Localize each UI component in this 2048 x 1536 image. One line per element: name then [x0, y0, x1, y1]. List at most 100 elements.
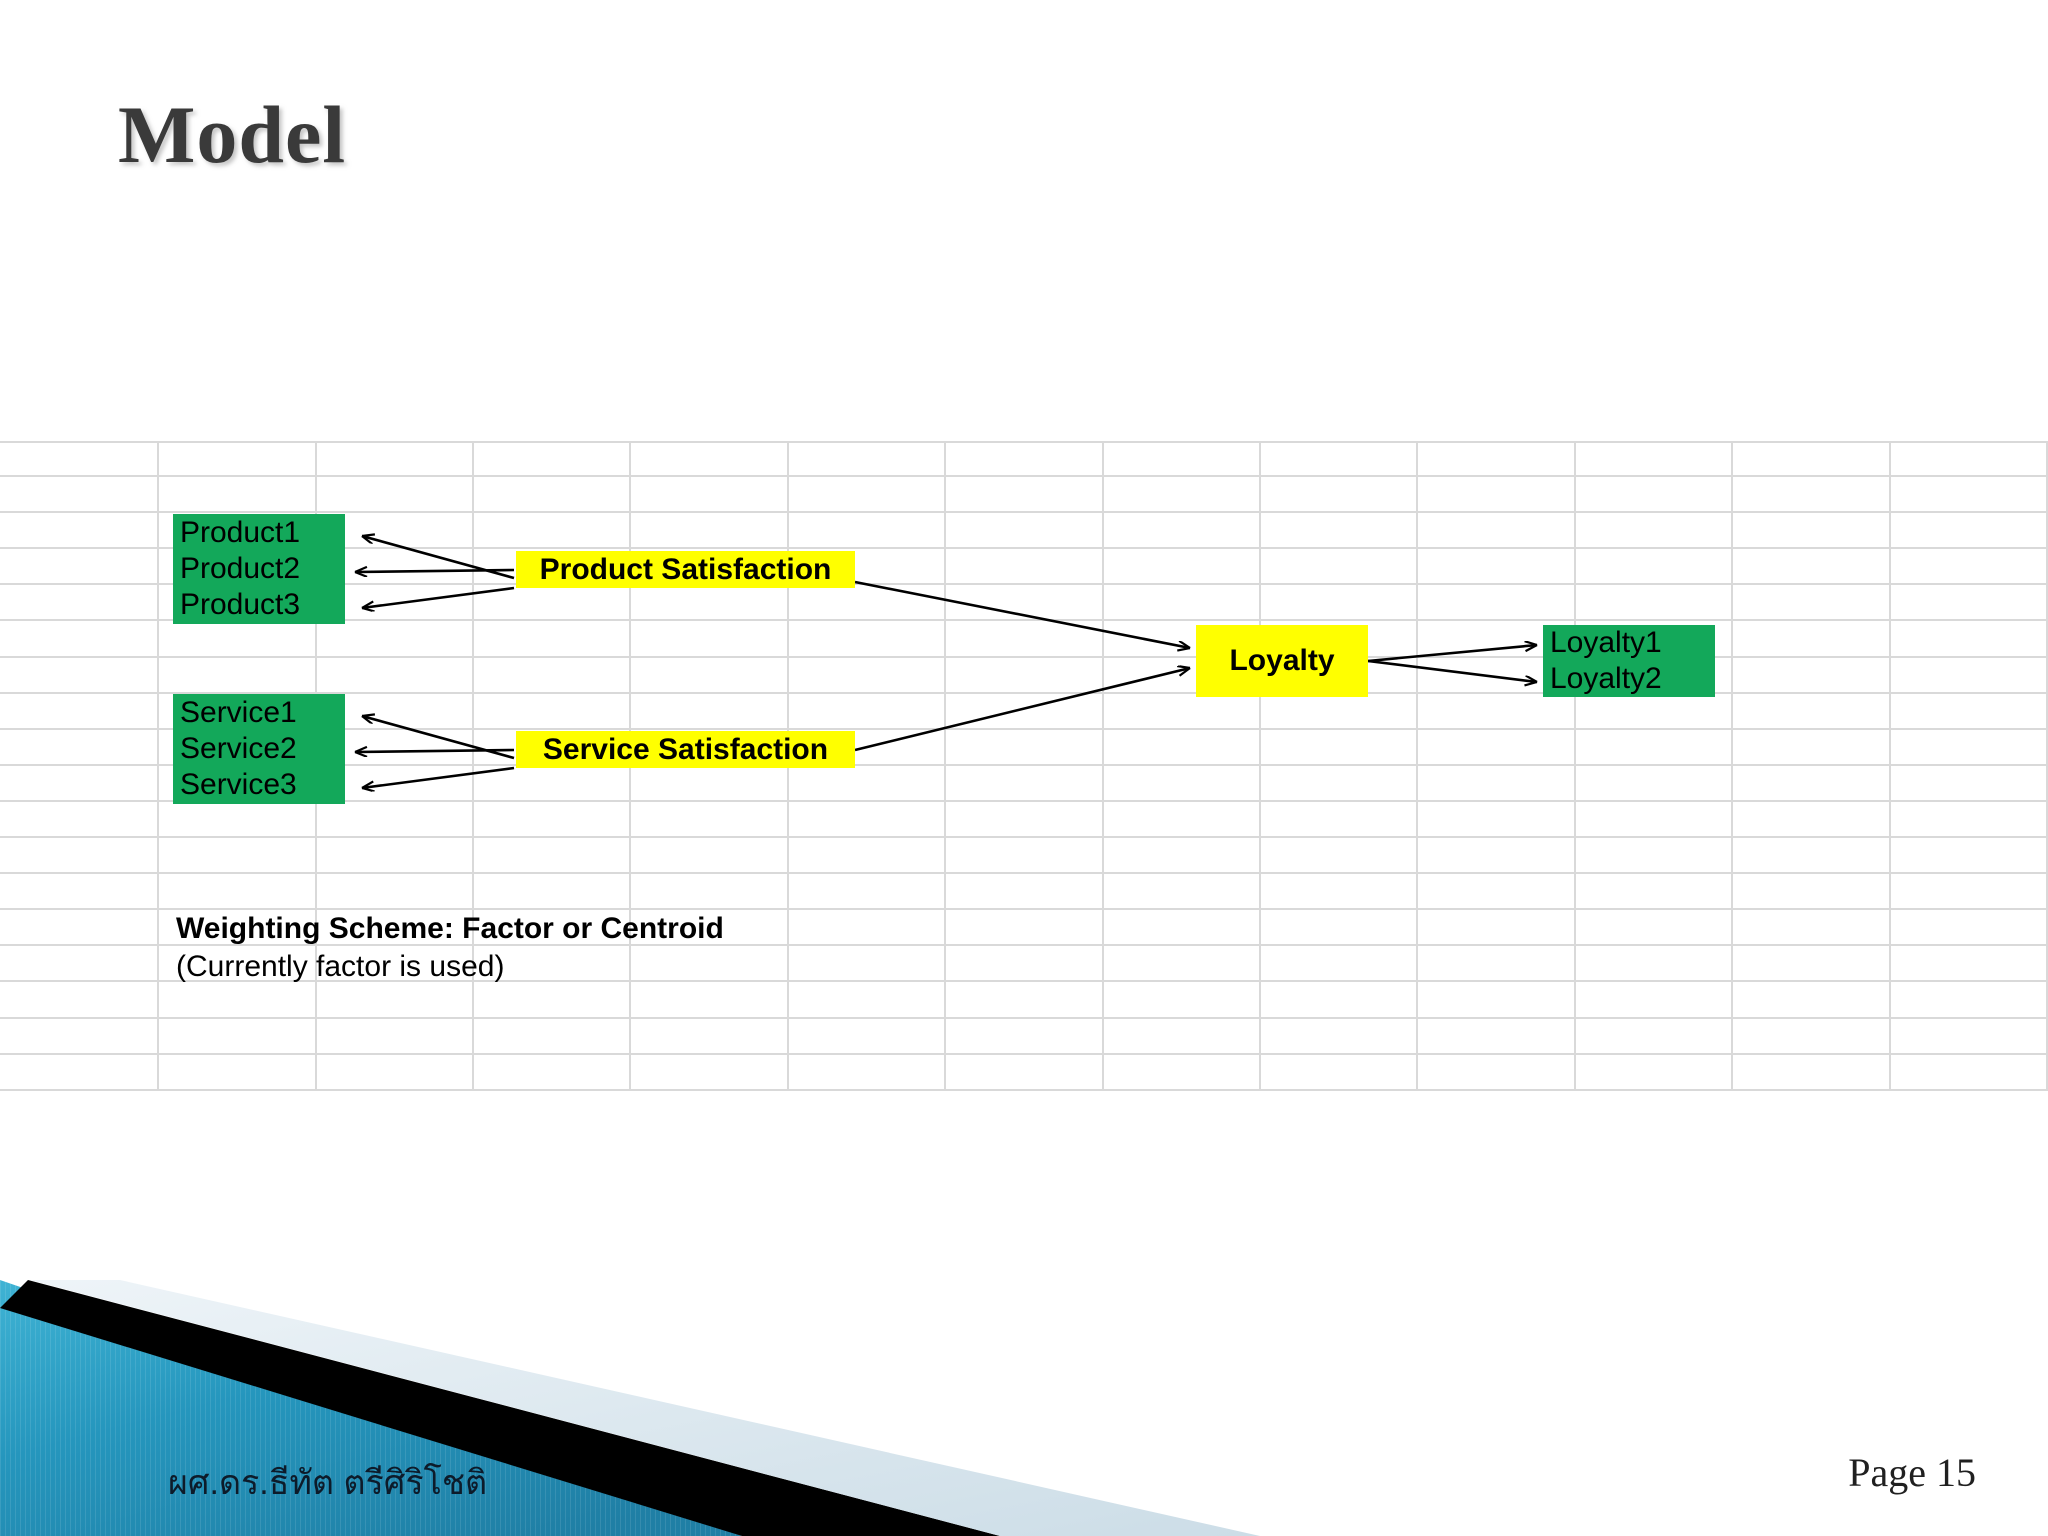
grid-cell	[946, 1054, 1104, 1091]
grid-cell	[946, 549, 1104, 586]
grid-cell	[474, 801, 632, 839]
grid-cell	[1890, 874, 2048, 911]
grid-cell	[946, 874, 1104, 911]
grid-cell	[1890, 801, 2048, 839]
grid-cell	[788, 765, 947, 802]
grid-cell	[788, 910, 947, 947]
grid-cell	[631, 838, 789, 875]
grid-cell	[1890, 765, 2048, 802]
grid-cell	[159, 946, 317, 983]
grid-cell	[631, 441, 789, 478]
grid-cell	[1890, 982, 2048, 1019]
grid-cell	[1733, 441, 1891, 478]
grid-cell	[159, 838, 317, 875]
grid-cell	[1890, 513, 2048, 550]
product-satisfaction-node[interactable]: Product Satisfaction	[516, 551, 855, 588]
grid-cell	[1103, 729, 1261, 766]
grid-cell	[1260, 765, 1419, 802]
grid-cell	[1418, 549, 1576, 586]
page-title: Model	[118, 89, 347, 180]
grid-cell	[1103, 441, 1261, 478]
grid-cell	[0, 549, 160, 586]
grid-cell	[631, 1054, 789, 1091]
grid-cell	[316, 657, 475, 694]
grid-row	[0, 1018, 2048, 1055]
grid-cell	[631, 657, 789, 694]
grid-cell	[0, 838, 160, 875]
grid-cell	[1418, 513, 1576, 550]
grid-cell	[1418, 729, 1576, 766]
grid-cell	[788, 621, 947, 658]
grid-cell	[1418, 441, 1576, 478]
product-indicator-box[interactable]: Product1 Product2 Product3	[173, 514, 345, 624]
grid-cell	[474, 1054, 632, 1091]
author-footer: ผศ.ดร.ธีทัต ตรีศิริโชติ	[168, 1464, 488, 1502]
loyalty-node[interactable]: Loyalty	[1196, 625, 1368, 697]
grid-cell	[474, 621, 632, 658]
grid-cell	[1260, 441, 1419, 478]
grid-cell	[1103, 549, 1261, 586]
loyalty-indicator-box[interactable]: Loyalty1 Loyalty2	[1543, 625, 1715, 697]
grid-cell	[1260, 946, 1419, 983]
grid-cell	[159, 982, 317, 1019]
grid-cell	[1575, 513, 1734, 550]
grid-cell	[1418, 982, 1576, 1019]
service-satisfaction-node[interactable]: Service Satisfaction	[516, 731, 855, 768]
grid-cell	[1103, 801, 1261, 839]
grid-cell	[1890, 621, 2048, 658]
grid-cell	[1890, 910, 2048, 947]
grid-cell	[788, 801, 947, 839]
grid-cell	[946, 477, 1104, 514]
grid-cell	[1575, 585, 1734, 622]
grid-cell	[474, 657, 632, 694]
grid-cell	[1260, 477, 1419, 514]
indicator-label: Service3	[180, 768, 297, 801]
grid-cell	[1890, 441, 2048, 478]
grid-cell	[631, 693, 789, 730]
grid-cell	[1890, 585, 2048, 622]
grid-cell	[1575, 910, 1734, 947]
grid-cell	[0, 910, 160, 947]
grid-cell	[316, 1018, 475, 1055]
service-indicator-box[interactable]: Service1 Service2 Service3	[173, 694, 345, 804]
grid-cell	[1733, 982, 1891, 1019]
grid-cell	[0, 585, 160, 622]
grid-cell	[788, 513, 947, 550]
grid-cell	[946, 946, 1104, 983]
grid-cell	[1890, 657, 2048, 694]
grid-cell	[946, 910, 1104, 947]
grid-cell	[631, 982, 789, 1019]
grid-cell	[1733, 910, 1891, 947]
grid-cell	[1575, 549, 1734, 586]
grid-cell	[1418, 801, 1576, 839]
indicator-label: Product3	[180, 588, 301, 621]
grid-cell	[631, 621, 789, 658]
grid-cell	[1890, 693, 2048, 730]
grid-cell	[1103, 874, 1261, 911]
grid-cell	[946, 729, 1104, 766]
grid-cell	[1260, 910, 1419, 947]
grid-cell	[0, 513, 160, 550]
grid-cell	[1733, 946, 1891, 983]
grid-cell	[1103, 1018, 1261, 1055]
grid-cell	[1103, 1054, 1261, 1091]
grid-cell	[946, 801, 1104, 839]
grid-cell	[1260, 549, 1419, 586]
grid-cell	[1418, 910, 1576, 947]
indicator-label: Service2	[180, 732, 297, 765]
grid-cell	[316, 477, 475, 514]
grid-cell	[788, 982, 947, 1019]
grid-cell	[1575, 982, 1734, 1019]
grid-row	[0, 441, 2048, 478]
grid-cell	[946, 1018, 1104, 1055]
grid-cell	[1260, 801, 1419, 839]
grid-row	[0, 1054, 2048, 1091]
grid-cell	[1733, 1054, 1891, 1091]
grid-cell	[1733, 693, 1891, 730]
grid-cell	[474, 477, 632, 514]
grid-cell	[316, 441, 475, 478]
grid-cell	[946, 585, 1104, 622]
grid-cell	[946, 513, 1104, 550]
grid-cell	[1103, 477, 1261, 514]
